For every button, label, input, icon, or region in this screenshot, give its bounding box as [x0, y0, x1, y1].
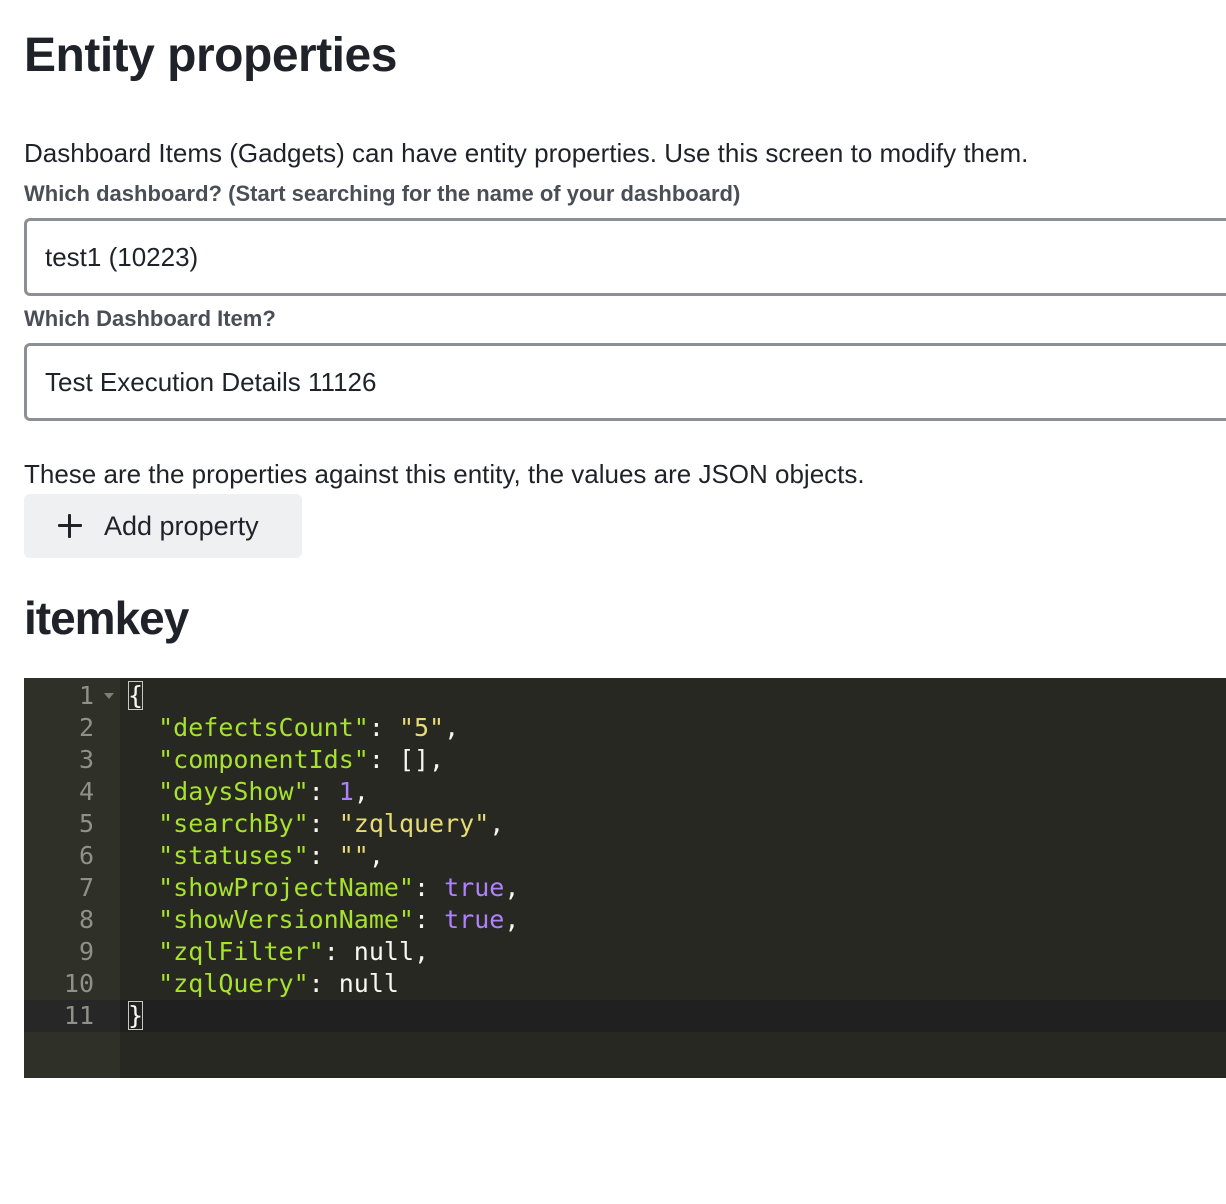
json-comma: ,: [504, 905, 520, 934]
dashboard-search-input[interactable]: [24, 218, 1226, 296]
plus-icon: [58, 514, 82, 538]
code-line: 6 "statuses": "",: [24, 840, 1226, 872]
json-value: "5": [398, 713, 445, 742]
indent: [128, 777, 158, 806]
code-line: 9 "zqlFilter": null,: [24, 936, 1226, 968]
json-key: "zqlQuery": [158, 969, 309, 998]
json-value: 1: [338, 777, 354, 806]
line-number: 1: [78, 681, 94, 710]
json-key: "statuses": [158, 841, 309, 870]
json-comma: ,: [489, 809, 505, 838]
json-separator: :: [308, 841, 339, 870]
indent: [128, 809, 158, 838]
json-comma: ,: [414, 937, 430, 966]
json-value: true: [444, 905, 505, 934]
indent: [128, 905, 158, 934]
json-separator: :: [308, 777, 339, 806]
json-separator: :: [368, 713, 399, 742]
line-number: 4: [78, 777, 94, 806]
json-key: "componentIds": [158, 745, 369, 774]
code-line: 1{: [24, 680, 1226, 712]
json-key: "defectsCount": [158, 713, 369, 742]
json-key: "searchBy": [158, 809, 309, 838]
json-value: null: [338, 969, 399, 998]
dashboard-field-label: Which dashboard? (Start searching for th…: [24, 181, 741, 206]
indent: [128, 841, 158, 870]
code-line: 2 "defectsCount": "5",: [24, 712, 1226, 744]
json-key: "showProjectName": [158, 873, 414, 902]
dashboard-item-field-label: Which Dashboard Item?: [24, 306, 276, 331]
json-value: "": [338, 841, 369, 870]
line-number: 7: [78, 873, 94, 902]
code-lines: 1{2 "defectsCount": "5",3 "componentIds"…: [24, 680, 1226, 1032]
entity-properties-page: Entity properties Dashboard Items (Gadge…: [24, 0, 1226, 1204]
json-value: true: [444, 873, 505, 902]
code-line: 8 "showVersionName": true,: [24, 904, 1226, 936]
code-text: "zqlQuery": null: [128, 968, 399, 1000]
code-line: 7 "showProjectName": true,: [24, 872, 1226, 904]
code-text: }: [128, 1000, 144, 1032]
indent: [128, 937, 158, 966]
indent: [128, 873, 158, 902]
line-number: 2: [78, 713, 94, 742]
add-property-label: Add property: [104, 510, 259, 541]
json-comma: ,: [429, 745, 445, 774]
json-key: "daysShow": [158, 777, 309, 806]
page-title: Entity properties: [24, 29, 397, 82]
line-number: 10: [63, 969, 94, 998]
indent: [128, 745, 158, 774]
fold-arrow-icon[interactable]: [104, 693, 114, 699]
line-number: 8: [78, 905, 94, 934]
line-number: 3: [78, 745, 94, 774]
code-line: 5 "searchBy": "zqlquery",: [24, 808, 1226, 840]
json-code-editor[interactable]: 1{2 "defectsCount": "5",3 "componentIds"…: [24, 678, 1226, 1078]
code-text: "statuses": "",: [128, 840, 384, 872]
code-text: "showVersionName": true,: [128, 904, 519, 936]
json-separator: :: [308, 969, 339, 998]
json-separator: :: [323, 937, 354, 966]
line-number: 9: [78, 937, 94, 966]
open-brace: {: [128, 681, 144, 710]
json-key: "showVersionName": [158, 905, 414, 934]
code-text: "daysShow": 1,: [128, 776, 369, 808]
json-key: "zqlFilter": [158, 937, 324, 966]
code-line: 3 "componentIds": [],: [24, 744, 1226, 776]
intro-text: Dashboard Items (Gadgets) can have entit…: [24, 138, 1029, 168]
property-key-heading: itemkey: [24, 592, 189, 644]
add-property-button[interactable]: Add property: [24, 494, 302, 558]
line-number: 11: [24, 1000, 120, 1032]
indent: [128, 713, 158, 742]
code-text: "defectsCount": "5",: [128, 712, 459, 744]
code-line: 11}: [24, 1000, 1226, 1032]
close-brace: }: [128, 1001, 144, 1030]
json-comma: ,: [353, 777, 369, 806]
code-text: "searchBy": "zqlquery",: [128, 808, 504, 840]
json-separator: :: [368, 745, 399, 774]
json-comma: ,: [504, 873, 520, 902]
code-text: "componentIds": [],: [128, 744, 444, 776]
json-separator: :: [308, 809, 339, 838]
json-value: null: [353, 937, 415, 966]
json-value: "zqlquery": [338, 809, 490, 838]
code-line: 10 "zqlQuery": null: [24, 968, 1226, 1000]
json-value: []: [398, 745, 430, 774]
code-text: "showProjectName": true,: [128, 872, 519, 904]
dashboard-item-input[interactable]: [24, 343, 1226, 421]
code-text: {: [128, 680, 144, 712]
json-comma: ,: [368, 841, 384, 870]
line-number: 5: [78, 809, 94, 838]
json-comma: ,: [444, 713, 460, 742]
line-number: 6: [78, 841, 94, 870]
code-line: 4 "daysShow": 1,: [24, 776, 1226, 808]
indent: [128, 969, 158, 998]
json-separator: :: [413, 905, 445, 934]
properties-note: These are the properties against this en…: [24, 459, 865, 489]
code-text: "zqlFilter": null,: [128, 936, 429, 968]
json-separator: :: [413, 873, 445, 902]
